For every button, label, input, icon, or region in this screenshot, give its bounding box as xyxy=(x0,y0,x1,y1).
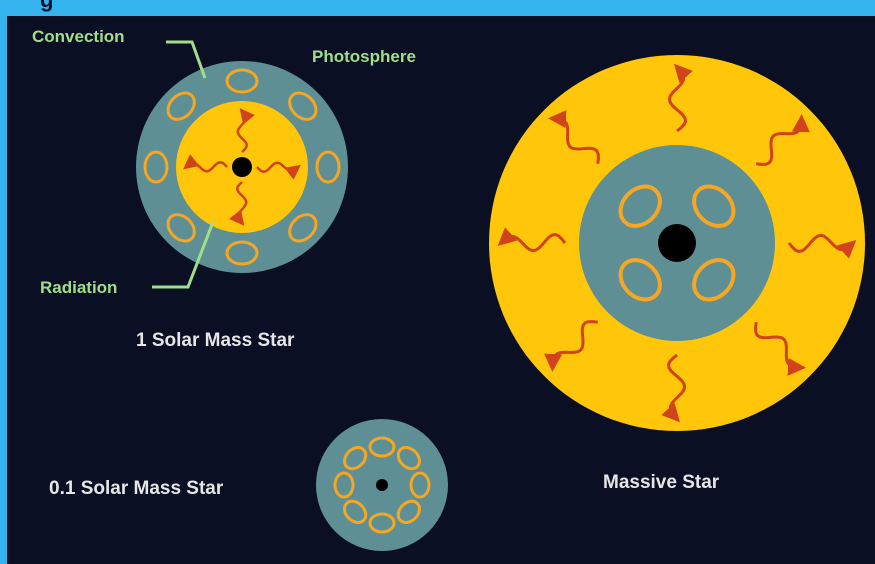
radiation-wave-arrow-icon xyxy=(661,353,687,423)
banner-text: g xyxy=(40,0,53,13)
convection-cells xyxy=(333,436,431,534)
convection-loop-icon xyxy=(315,150,341,184)
star-massive xyxy=(489,55,865,431)
star-0-1-solar-mass xyxy=(316,419,448,551)
star-1-solar-mass xyxy=(136,61,348,273)
core xyxy=(376,479,388,491)
convection-loop-icon xyxy=(343,499,368,524)
radiation-arrows xyxy=(497,63,857,423)
convection-loop-icon xyxy=(618,258,662,302)
radiation-wave-arrow-icon xyxy=(236,108,255,153)
convection-loop-icon xyxy=(288,91,318,121)
convection-leader-line xyxy=(166,40,207,79)
convection-loop-icon xyxy=(166,91,196,121)
radiation-wave-arrow-icon xyxy=(256,161,301,180)
convection-loop-icon xyxy=(396,446,421,471)
convection-label: Convection xyxy=(32,27,125,46)
radiation-wave-arrow-icon xyxy=(754,322,806,376)
radiation-leader-line xyxy=(152,221,215,289)
radiation-wave-arrow-icon xyxy=(229,181,248,226)
left-frame-bar xyxy=(0,0,7,564)
core xyxy=(658,224,696,262)
convection-loop-icon xyxy=(618,184,662,228)
convection-cells xyxy=(618,184,736,302)
radiation-wave-arrow-icon xyxy=(183,154,228,173)
photosphere-label: Photosphere xyxy=(312,47,416,66)
radiation-wave-arrow-icon xyxy=(667,63,693,133)
convection-loop-icon xyxy=(368,512,396,534)
convection-loop-icon xyxy=(396,499,421,524)
radiation-wave-arrow-icon xyxy=(497,227,567,253)
convection-loop-icon xyxy=(343,446,368,471)
convection-loop-icon xyxy=(225,68,259,94)
convection-loop-icon xyxy=(225,240,259,266)
massive-star-caption: Massive Star xyxy=(603,472,720,493)
convection-loop-icon xyxy=(143,150,169,184)
convection-loop-icon xyxy=(409,471,431,499)
radiation-wave-arrow-icon xyxy=(544,320,598,372)
star-1-solar-caption: 1 Solar Mass Star xyxy=(136,330,295,351)
convection-loop-icon xyxy=(692,184,736,228)
radiation-arrows xyxy=(183,108,301,226)
convection-loop-icon xyxy=(368,436,396,458)
convection-loop-icon xyxy=(692,258,736,302)
convection-loop-icon xyxy=(288,213,318,243)
radiation-label: Radiation xyxy=(40,278,117,297)
radiation-wave-arrow-icon xyxy=(548,110,600,164)
core xyxy=(232,157,252,177)
star-0-1-solar-caption: 0.1 Solar Mass Star xyxy=(49,478,224,499)
radiation-wave-arrow-icon xyxy=(756,114,810,166)
convection-loop-icon xyxy=(166,213,196,243)
convection-loop-icon xyxy=(333,471,355,499)
convection-cells xyxy=(143,68,341,266)
top-frame-bar: g xyxy=(0,0,875,16)
radiation-wave-arrow-icon xyxy=(787,233,857,259)
